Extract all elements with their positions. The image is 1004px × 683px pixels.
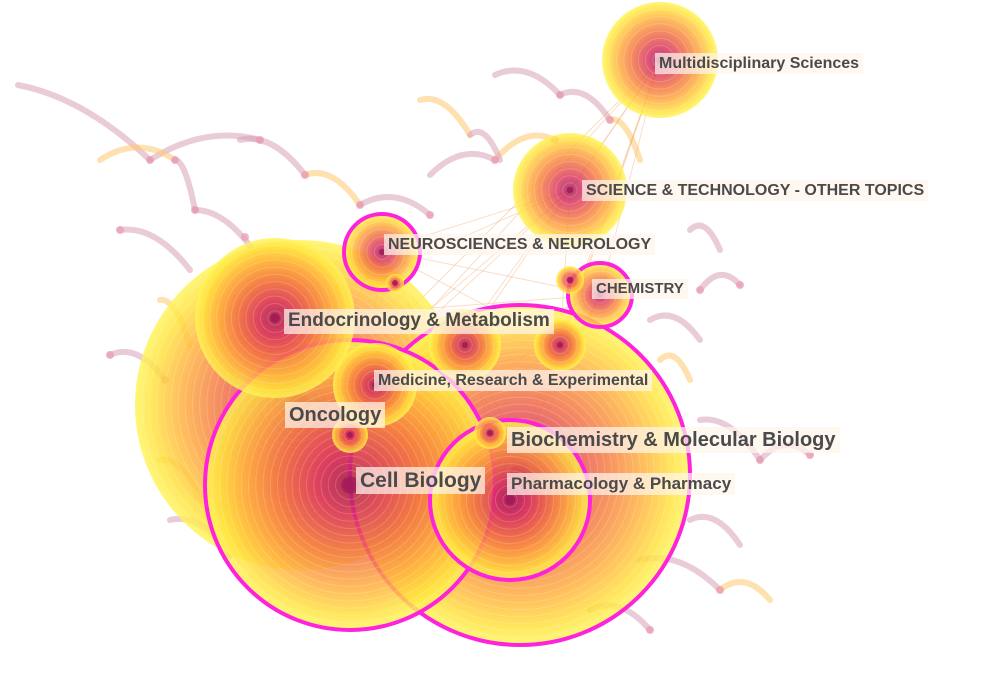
node-ring [457,337,473,353]
link-node [736,281,744,289]
link-node [241,233,249,241]
node-ring [465,455,555,545]
network-link [427,150,498,178]
network-link [687,222,723,253]
link-node [696,286,704,294]
node-ring [267,310,283,326]
network-link [172,157,198,213]
node-label-endocrinology[interactable]: Endocrinology & Metabolism [284,309,554,334]
link-node [171,156,179,164]
node-core [347,432,353,438]
node-label-medicine-research[interactable]: Medicine, Research & Experimental [374,370,653,392]
link-node [116,226,124,234]
node-label-oncology[interactable]: Oncology [285,402,386,428]
link-node [491,156,499,164]
node-core [462,342,468,348]
node-core [567,277,573,283]
network-link [357,194,433,218]
node-ring [562,182,578,198]
node-ring [550,335,570,355]
link-node [756,456,764,464]
node-label-pharmacology[interactable]: Pharmacology & Pharmacy [507,473,736,496]
node-ring [478,421,502,445]
network-link [302,170,363,208]
node-ring [560,270,580,290]
node-ring [473,463,547,537]
network-link [687,513,743,548]
node-ring [343,428,357,442]
network-link [697,272,743,293]
network-link [557,88,613,123]
network-link [657,352,693,383]
node-label-neurosciences[interactable]: NEUROSCIENCES & NEUROLOGY [384,234,656,256]
network-link [117,226,193,273]
network-link [647,312,703,343]
network-link [467,128,503,163]
node-science-technology [513,133,627,247]
node-label-cell-biology[interactable]: Cell Biology [356,467,486,495]
link-node [716,586,724,594]
node-core [566,186,574,194]
link-node [106,351,114,359]
node-core [392,280,398,286]
node-ring [542,327,578,363]
node-core [487,430,493,436]
network-link [492,67,563,98]
node-core [341,476,359,494]
link-node [301,171,309,179]
node-label-biochemistry[interactable]: Biochemistry & Molecular Biology [507,427,840,453]
node-label-science-technology[interactable]: SCIENCE & TECHNOLOGY - OTHER TOPICS [582,180,929,202]
network-link [717,579,773,603]
node-core [557,342,563,348]
node-ring [564,274,576,286]
network-link [97,144,178,163]
link-node [556,91,564,99]
node-core [505,495,515,505]
link-node [646,626,654,634]
link-node [356,201,364,209]
link-node [191,206,199,214]
node-core [270,313,280,323]
network-link [237,136,308,178]
link-node [806,451,814,459]
node-burst-ring [428,418,592,582]
node-core [379,249,385,255]
node-subcategory [386,274,404,292]
node-ring [484,427,496,439]
link-node [426,211,434,219]
node-subcategory [556,266,584,294]
node-label-chemistry[interactable]: CHEMISTRY [592,279,688,299]
node-ring [480,470,540,530]
link-node [606,116,614,124]
node-ring [388,276,402,290]
node-label-multidisciplinary[interactable]: Multidisciplinary Sciences [655,53,864,75]
link-node [256,136,264,144]
network-link [417,95,473,138]
node-subcategory [474,417,506,449]
link-node [146,156,154,164]
